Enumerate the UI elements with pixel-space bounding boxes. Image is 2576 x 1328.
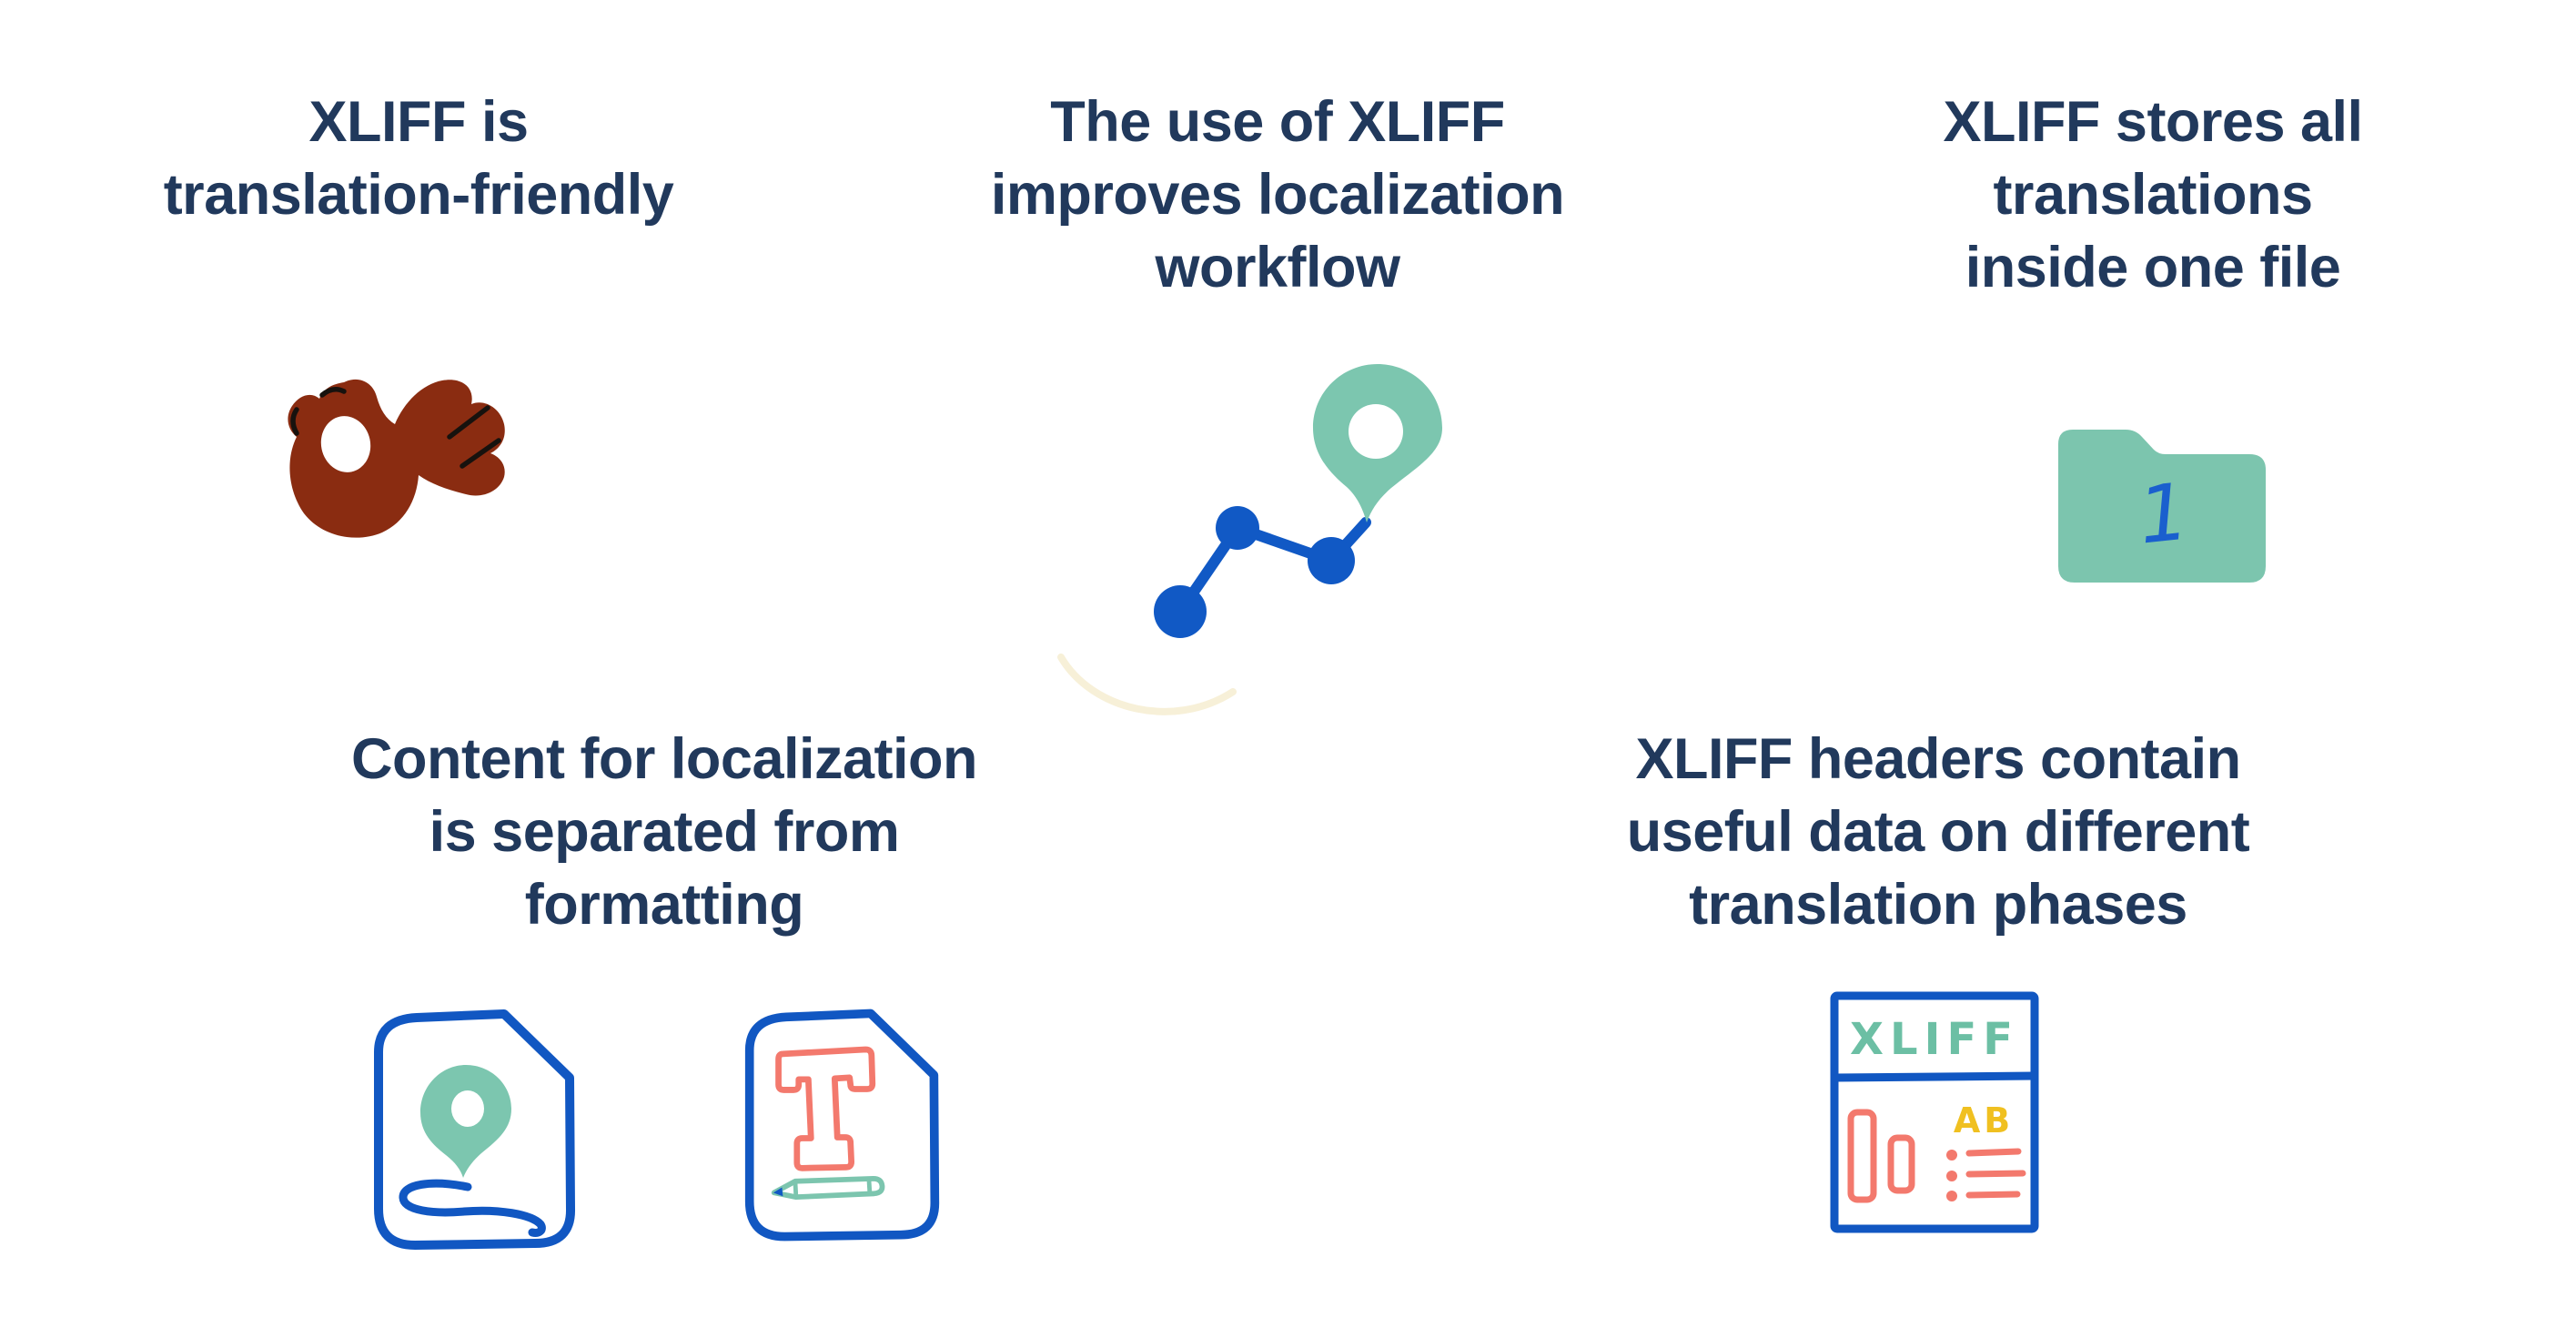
title-line: Content for localization bbox=[351, 727, 977, 791]
card-title-content-separated: Content for localization is separated fr… bbox=[309, 723, 1019, 941]
route-line bbox=[1175, 517, 1371, 617]
title-line: translations bbox=[1993, 163, 2313, 227]
bar-chart bbox=[1847, 1109, 1915, 1203]
card-title-translation-friendly: XLIFF is translation-friendly bbox=[64, 86, 773, 231]
xliff-doc-ab-label: AB bbox=[1954, 1100, 2014, 1140]
pencil-tip-line bbox=[793, 1181, 799, 1198]
route-dot bbox=[1216, 506, 1259, 550]
ok-ring-hole bbox=[320, 416, 371, 472]
bar-short bbox=[1887, 1134, 1915, 1194]
title-line: workflow bbox=[1155, 236, 1400, 299]
bullet-list bbox=[1946, 1148, 2026, 1201]
xliff-doc-divider bbox=[1834, 1071, 2036, 1082]
pencil-icon bbox=[771, 1176, 885, 1201]
folder-count-label: 1 bbox=[2134, 466, 2193, 562]
serif-t-letter bbox=[775, 1046, 876, 1171]
text-doc-icon bbox=[744, 1009, 940, 1242]
route-dot bbox=[1154, 585, 1207, 638]
location-doc-icon bbox=[374, 1009, 576, 1250]
doc-squiggle bbox=[399, 1179, 546, 1237]
bar-tall bbox=[1847, 1109, 1877, 1203]
title-line: translation phases bbox=[1689, 873, 2187, 937]
title-line: inside one file bbox=[1965, 236, 2341, 299]
xliff-doc-title: XLIFF bbox=[1850, 1014, 2019, 1065]
title-line: The use of XLIFF bbox=[1050, 90, 1505, 154]
cream-arc bbox=[1057, 654, 1237, 715]
route-pin-icon bbox=[1057, 364, 1442, 715]
pencil-tip bbox=[773, 1187, 783, 1197]
title-line: XLIFF stores all bbox=[1943, 90, 2363, 154]
pencil-body bbox=[771, 1176, 885, 1201]
xliff-doc-icon: XLIFF AB bbox=[1830, 991, 2039, 1233]
bullet-dot bbox=[1946, 1171, 1957, 1181]
title-line: improves localization bbox=[990, 163, 1565, 227]
card-title-headers-data: XLIFF headers contain useful data on dif… bbox=[1583, 723, 2293, 941]
xliff-doc-border bbox=[1830, 991, 2039, 1233]
card-title-improves-workflow: The use of XLIFF improves localization w… bbox=[923, 86, 1632, 304]
pencil-eraser-line bbox=[866, 1179, 873, 1194]
bullet-line bbox=[1965, 1191, 2021, 1199]
title-line: is separated from bbox=[429, 800, 900, 864]
hand-detail-lines bbox=[290, 387, 501, 469]
title-line: XLIFF headers contain bbox=[1635, 727, 2241, 791]
ok-hand-icon bbox=[288, 379, 505, 538]
folder-shape bbox=[2058, 430, 2266, 583]
folder-icon: 1 bbox=[2058, 430, 2266, 583]
card-title-one-file: XLIFF stores all translations inside one… bbox=[1798, 86, 2508, 304]
title-line: translation-friendly bbox=[163, 163, 674, 227]
bullet-line bbox=[1965, 1148, 2022, 1157]
bullet-dot bbox=[1946, 1150, 1957, 1161]
title-line: formatting bbox=[524, 873, 804, 937]
title-line: useful data on different bbox=[1626, 800, 2250, 864]
title-line: XLIFF is bbox=[308, 90, 529, 154]
route-dot bbox=[1308, 537, 1355, 584]
bullet-dot bbox=[1946, 1191, 1957, 1201]
bullet-line bbox=[1965, 1170, 2026, 1178]
doc-outline bbox=[744, 1009, 940, 1242]
map-pin-hole bbox=[1349, 404, 1403, 459]
doc-pin-hole bbox=[451, 1090, 484, 1127]
